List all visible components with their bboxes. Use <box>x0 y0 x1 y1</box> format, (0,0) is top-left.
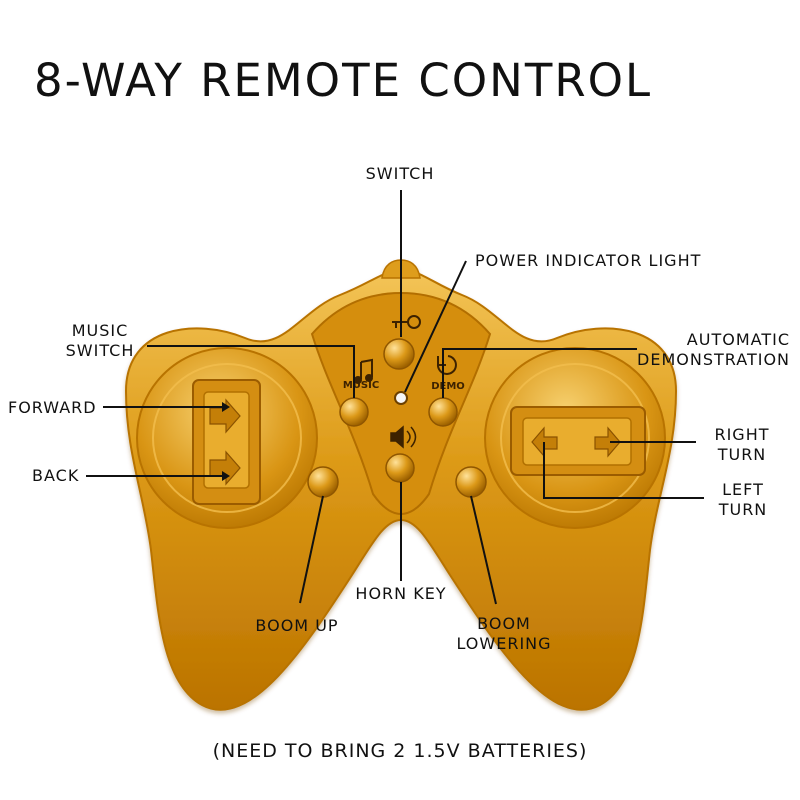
switch-label: SWITCH <box>365 164 435 183</box>
automatic-demonstration-button[interactable] <box>428 397 458 427</box>
forward-label: FORWARD <box>8 398 97 417</box>
boom-up-button[interactable] <box>307 466 339 498</box>
boom-lowering-button[interactable] <box>455 466 487 498</box>
music-switch-button[interactable] <box>339 397 369 427</box>
demo-mark: DEMO <box>431 381 465 392</box>
horn-key-label: HORN KEY <box>355 584 447 603</box>
control-buttons <box>307 338 487 498</box>
music-switch-label: MUSIC SWITCH <box>65 321 135 360</box>
boom-up-label: BOOM UP <box>255 616 339 635</box>
right-turn-label: RIGHT TURN <box>714 425 770 464</box>
left-turn-label: LEFT TURN <box>718 480 768 519</box>
power-indicator-light-label: POWER INDICATOR LIGHT <box>475 251 702 270</box>
switch-button[interactable] <box>383 338 415 370</box>
automatic-demonstration-label: AUTOMATIC DEMONSTRATION <box>637 330 790 369</box>
back-label: BACK <box>32 466 80 485</box>
speaker-icon <box>390 425 417 449</box>
page-title: 8-WAY REMOTE CONTROL <box>34 54 653 107</box>
arrowheads <box>222 402 230 481</box>
callout-lines <box>86 190 704 605</box>
boom-lowering-label: BOOM LOWERING <box>456 614 552 653</box>
left-joystick-area <box>136 347 318 529</box>
right-joystick-area <box>484 347 666 529</box>
power-indicator-light <box>394 391 408 405</box>
horn-key-button[interactable] <box>385 453 415 483</box>
battery-note: (NEED TO BRING 2 1.5V BATTERIES) <box>212 740 588 762</box>
music-mark: MUSIC <box>343 380 379 391</box>
right-turn-arrow-icon <box>594 426 621 458</box>
